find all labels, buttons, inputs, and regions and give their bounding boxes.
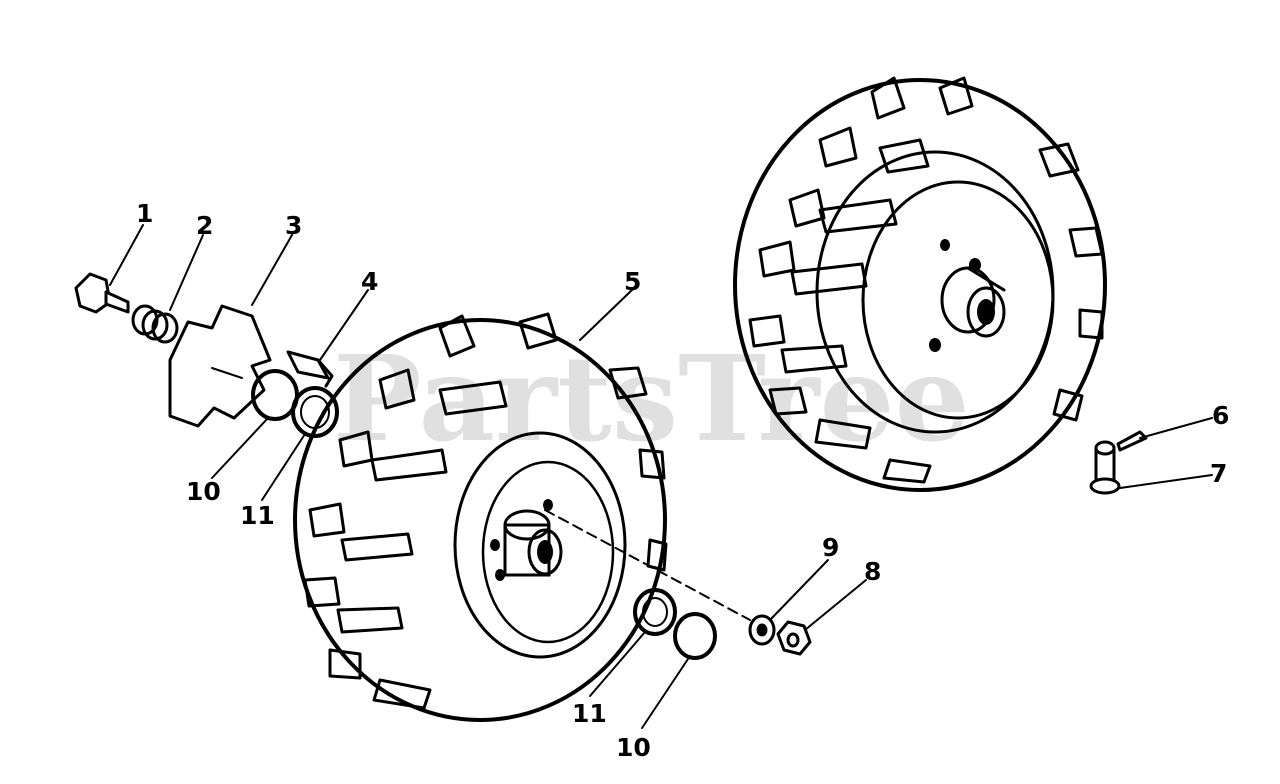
part-9-washer [748,614,776,646]
callout-10-left: 10 [186,477,221,506]
callout-10-right: 10 [616,733,651,762]
callout-11-right: 11 [572,699,607,728]
part-7-pin [1089,440,1121,495]
part-8-nut [776,620,812,656]
part-10-ring-right [673,612,717,660]
right-wheel-tread [748,76,1104,484]
callout-5: 5 [624,267,641,296]
callout-9: 9 [822,533,839,562]
part-2-spring [131,304,179,344]
part-11-washer-left [291,386,339,438]
part-6-hairpin [1116,430,1148,452]
callout-11-left: 11 [240,501,275,530]
left-wheel-tread [303,312,668,710]
right-wheel [733,76,1107,492]
part-4-stud [286,350,334,388]
callout-3: 3 [285,211,302,240]
part-3-plate [168,304,272,428]
callout-8: 8 [864,557,881,586]
left-wheel [293,312,668,722]
leader-lines [109,224,1213,729]
callout-7: 7 [1210,459,1227,488]
part-1-bolt [74,272,130,314]
callout-2: 2 [196,211,213,240]
part-11-washer-right [633,588,677,636]
callout-1: 1 [136,199,153,228]
callout-4: 4 [361,267,378,296]
callout-6: 6 [1212,401,1229,430]
